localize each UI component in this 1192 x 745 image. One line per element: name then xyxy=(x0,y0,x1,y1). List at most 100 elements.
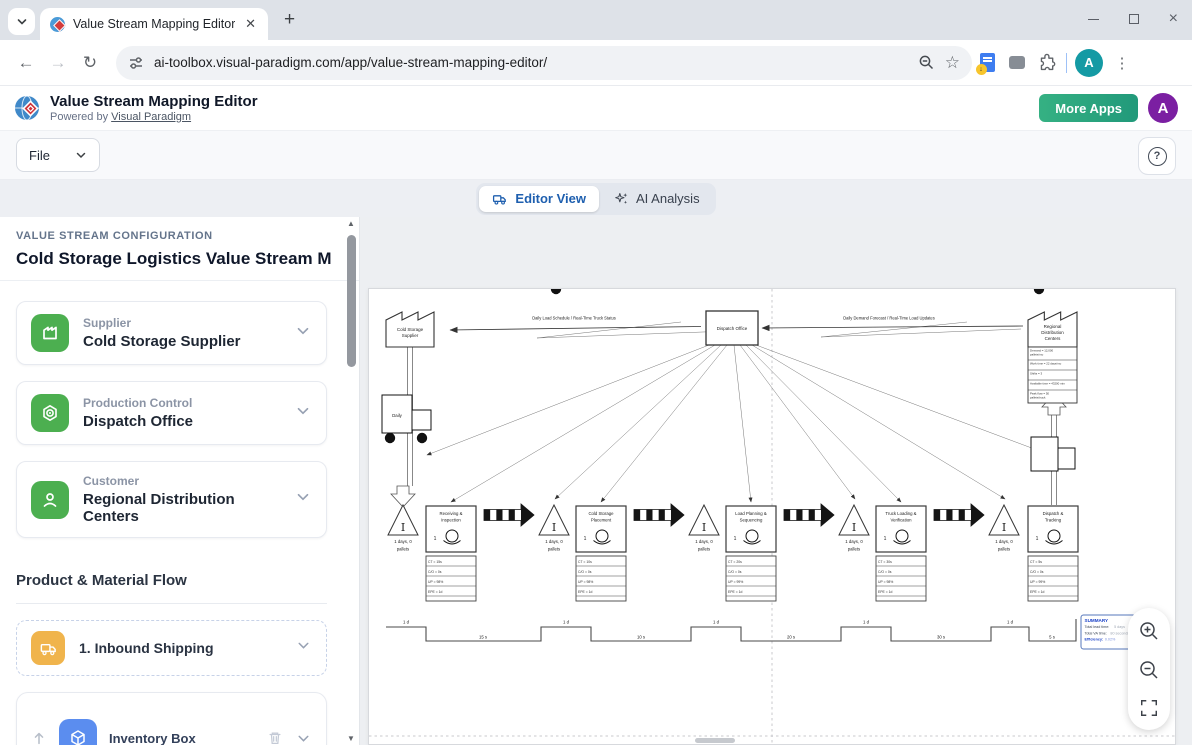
sidebar-scrollbar[interactable]: ▲ ▼ xyxy=(346,217,358,745)
inventory-box-label: Inventory Box xyxy=(109,730,196,745)
horizontal-scrollbar-thumb[interactable] xyxy=(695,738,735,743)
diagram-label: 1 days, 0 xyxy=(394,539,412,544)
diagram-label: UP = 98% xyxy=(428,580,443,584)
diagram-label: Truck Loading & xyxy=(885,511,916,516)
diagram-label: Work time = 22 days/mo xyxy=(1030,362,1062,366)
forward-button[interactable]: → xyxy=(49,52,67,72)
maximize-icon[interactable] xyxy=(1128,14,1139,24)
customer-card[interactable]: Customer Regional Distribution Centers xyxy=(16,461,327,538)
scrollbar-thumb[interactable] xyxy=(347,235,356,367)
url-text[interactable]: ai-toolbox.visual-paradigm.com/app/value… xyxy=(154,55,548,70)
supplier-truck[interactable]: Daily xyxy=(381,394,432,444)
browser-menu-icon[interactable]: ⋮ xyxy=(1114,54,1130,72)
feedback-bubble-icon[interactable] xyxy=(1002,47,1032,79)
bookmark-star-icon[interactable]: ☆ xyxy=(944,52,960,72)
scroll-down-icon[interactable]: ▼ xyxy=(347,734,355,743)
back-button[interactable]: ← xyxy=(17,52,35,72)
address-bar[interactable]: ai-toolbox.visual-paradigm.com/app/value… xyxy=(116,45,972,80)
shipment-arrow-down xyxy=(390,485,416,508)
chevron-down-icon[interactable] xyxy=(294,322,312,345)
new-tab-button[interactable]: + xyxy=(284,9,296,30)
customer-truck[interactable]: 675 xyxy=(533,289,1076,472)
browser-tab[interactable]: Value Stream Mapping Editor ✕ xyxy=(40,8,268,40)
zoom-indicator-icon[interactable] xyxy=(918,54,935,71)
extensions-icon[interactable] xyxy=(1032,47,1062,79)
window-controls: × xyxy=(1087,6,1178,32)
scroll-up-icon[interactable]: ▲ xyxy=(347,219,355,228)
diagram-label: Peak flow = 50 xyxy=(1030,392,1049,396)
chevron-down-icon[interactable] xyxy=(295,730,312,745)
vsm-diagram[interactable]: Daily Load Schedule / Real-Time Truck St… xyxy=(369,289,1177,745)
chevron-down-icon[interactable] xyxy=(294,402,312,425)
tab-search-button[interactable] xyxy=(8,8,35,35)
diagram-label: Demand = 12,000 xyxy=(1030,349,1053,353)
diagram-label: I xyxy=(401,521,405,534)
inventory-box-card[interactable]: Inventory Box xyxy=(16,692,327,745)
app-logo-icon xyxy=(15,95,39,121)
more-apps-button[interactable]: More Apps xyxy=(1039,94,1138,122)
dispatch-office-box[interactable]: Dispatch Office xyxy=(705,310,759,346)
site-settings-icon[interactable] xyxy=(128,55,144,71)
zoom-in-icon[interactable] xyxy=(1138,620,1160,642)
push-arrow-1 xyxy=(483,503,535,527)
diagram-page[interactable]: Daily Load Schedule / Real-Time Truck St… xyxy=(368,288,1177,745)
browser-profile-avatar[interactable]: A xyxy=(1075,48,1103,77)
diagram-label: C/O = 0s xyxy=(578,570,592,574)
factory-icon xyxy=(31,314,69,352)
trash-icon[interactable] xyxy=(267,730,283,745)
tab-editor-view[interactable]: Editor View xyxy=(479,185,599,212)
user-avatar[interactable]: A xyxy=(1148,93,1178,123)
chevron-down-icon[interactable] xyxy=(294,488,312,511)
diagram-label: C/O = 0s xyxy=(428,570,442,574)
cube-icon xyxy=(59,719,97,745)
fullscreen-icon[interactable] xyxy=(1139,698,1159,718)
reload-button[interactable]: ↻ xyxy=(82,52,98,72)
powered-link[interactable]: Visual Paradigm xyxy=(111,111,192,123)
tab-close-icon[interactable]: ✕ xyxy=(245,16,256,31)
file-menu-button[interactable]: File xyxy=(16,138,100,172)
zoom-out-icon[interactable] xyxy=(1138,659,1160,681)
move-up-icon[interactable] xyxy=(31,730,47,745)
diagram-label: C/O = 0s xyxy=(878,570,892,574)
minimize-icon[interactable] xyxy=(1087,18,1099,20)
browser-toolbar: ← → ↻ ai-toolbox.visual-paradigm.com/app… xyxy=(0,40,1192,86)
tab-ai-analysis[interactable]: AI Analysis xyxy=(601,186,713,212)
diagram-canvas[interactable]: Daily Load Schedule / Real-Time Truck St… xyxy=(360,217,1192,745)
control-target-icon xyxy=(31,394,69,432)
editor-view-icon xyxy=(493,194,507,205)
production-control-card-label: Production Control xyxy=(83,396,193,410)
push-arrow-2 xyxy=(633,503,685,527)
diagram-label: CT = 5s xyxy=(1030,560,1042,564)
production-control-card[interactable]: Production Control Dispatch Office xyxy=(16,381,327,445)
flow-step-inbound-shipping[interactable]: 1. Inbound Shipping xyxy=(16,620,327,676)
diagram-label: pallets xyxy=(397,547,409,552)
supplier-card[interactable]: Supplier Cold Storage Supplier xyxy=(16,301,327,365)
help-button[interactable]: ? xyxy=(1138,137,1176,175)
diagram-label: EPE = 1d xyxy=(428,590,443,594)
timeline-value-label: 20 s xyxy=(787,635,795,640)
inventory-triangle-1[interactable]: I 1 days, 0 pallets xyxy=(387,503,419,552)
diagram-label: C/O = 0s xyxy=(728,570,742,574)
chevron-down-icon[interactable] xyxy=(295,637,312,659)
download-status-icon[interactable]: ↓ xyxy=(972,47,1002,79)
close-icon[interactable]: × xyxy=(1168,10,1178,27)
chevron-down-icon xyxy=(17,18,26,25)
